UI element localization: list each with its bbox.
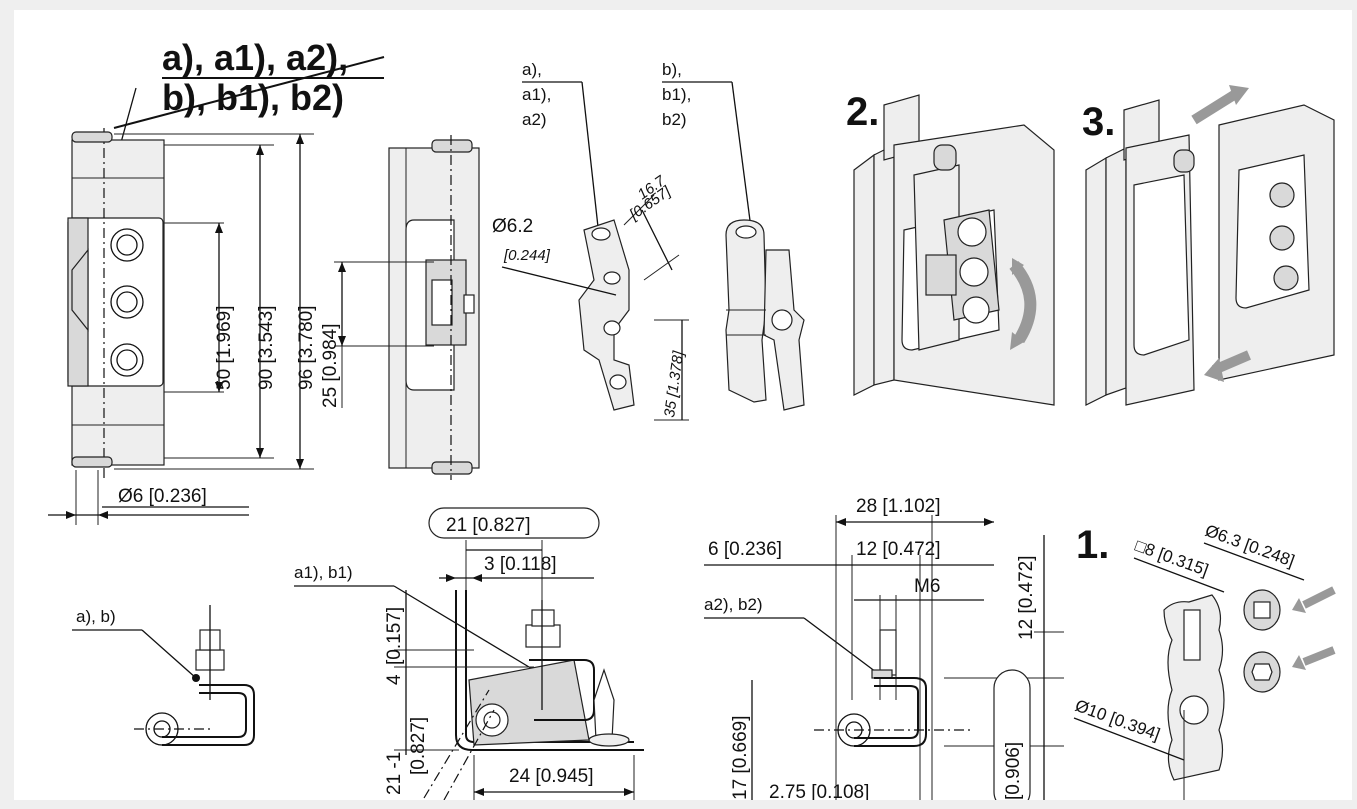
step-1-label: 1. xyxy=(1076,523,1109,567)
dim-21-minus-1: 21 -1 xyxy=(384,752,405,795)
main-callout-line2: b), b1), b2) xyxy=(162,77,344,118)
step-2-label: 2. xyxy=(846,90,879,134)
dim-m6: M6 xyxy=(914,576,940,597)
side-view-hinge: 25 [0.984] xyxy=(320,135,480,480)
dim-3: 3 [0.118] xyxy=(484,554,557,575)
front-view-hinge: a), a1), a2), b), b1), b2) 50 [1.969] 90… xyxy=(48,37,385,525)
iso-part-b: b), b1), b2) xyxy=(662,60,805,411)
section-a1-b1: 21 [0.827] 3 [0.118] a1), b1) [0.157] 4 … xyxy=(294,507,644,801)
dim-50: 50 [1.969] xyxy=(214,305,235,390)
iso-b-line2: b1), xyxy=(662,85,691,104)
iso-a-line1: a), xyxy=(522,60,542,79)
iso-b-line3: b2) xyxy=(662,110,687,129)
dim-0827: [0.827] xyxy=(408,717,429,775)
dim-17: 17 [0.669] xyxy=(730,715,751,800)
dim-6: 6 [0.236] xyxy=(708,539,782,560)
dim-4: 4 xyxy=(384,674,405,685)
dim-dia6-2-a: Ø6.2 xyxy=(492,216,533,237)
main-callout-line1: a), a1), a2), xyxy=(162,37,348,78)
dim-12-vertical: 12 [0.472] xyxy=(1016,555,1037,640)
drawing-sheet: a), a1), a2), b), b1), b2) 50 [1.969] 90… xyxy=(14,10,1352,809)
technical-drawing: a), a1), a2), b), b1), b2) 50 [1.969] 90… xyxy=(48,37,1336,809)
step-3-illustration: 3. xyxy=(1082,85,1335,406)
dim-dia6-2-b: [0.244] xyxy=(503,247,551,264)
section-ab-label: a), b) xyxy=(76,607,116,626)
dim-dia6: Ø6 [0.236] xyxy=(118,486,207,507)
step-1-illustration: 1. □8 [0.315] Ø6.3 [0.248] Ø10 [0.394] xyxy=(1073,521,1336,800)
dim-12-horizontal: 12 [0.472] xyxy=(856,539,941,560)
section-a2-b2: 28 [1.102] 6 [0.236] 12 [0.472] M6 a2), … xyxy=(704,496,1064,809)
dim-90: 90 [3.543] xyxy=(256,305,277,390)
dim-square-8: □8 [0.315] xyxy=(1133,536,1211,580)
dim-dia6-3: Ø6.3 [0.248] xyxy=(1203,521,1297,571)
section-a1b1-label: a1), b1) xyxy=(294,563,353,582)
step-2-illustration: 2. xyxy=(846,90,1055,406)
section-a-b: a), b) xyxy=(72,605,255,746)
iso-a-line3: a2) xyxy=(522,110,547,129)
dim-0906: [0.906] xyxy=(1003,742,1024,800)
iso-a-line2: a1), xyxy=(522,85,551,104)
iso-part-a: a), a1), a2) 16.7 [0.657] Ø6.2 [0.244] 3… xyxy=(492,60,689,421)
dim-25: 25 [0.984] xyxy=(320,323,341,408)
step-3-label: 3. xyxy=(1082,100,1115,144)
dim-0157: [0.157] xyxy=(384,607,405,665)
dim-21: 21 [0.827] xyxy=(446,515,531,536)
iso-b-line1: b), xyxy=(662,60,682,79)
dim-24: 24 [0.945] xyxy=(509,766,594,787)
dim-96: 96 [3.780] xyxy=(296,305,317,390)
section-a2b2-label: a2), b2) xyxy=(704,595,763,614)
dim-2-75: 2.75 [0.108] xyxy=(769,782,869,800)
dim-35: 35 [1.378] xyxy=(661,349,687,418)
dim-dia10: Ø10 [0.394] xyxy=(1073,696,1163,744)
dim-28: 28 [1.102] xyxy=(856,496,941,517)
